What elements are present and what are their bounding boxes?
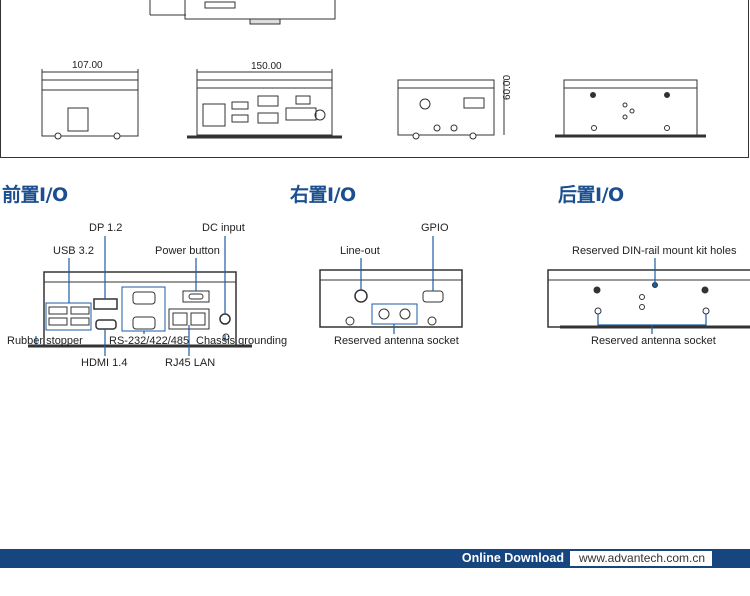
dim-width-side: 107.00 [72, 60, 103, 71]
label-line-out: Line-out [340, 245, 380, 257]
label-usb: USB 3.2 [53, 245, 94, 257]
dim-height: 60.00 [502, 74, 513, 100]
label-rj45-lan: RJ45 LAN [165, 357, 216, 369]
rear-io-title: 后置I/O [558, 184, 624, 206]
right-io-device-drawing [319, 269, 463, 328]
right-view-drawing [397, 79, 505, 140]
label-dp: DP 1.2 [89, 222, 123, 234]
label-rear-antenna: Reserved antenna socket [591, 335, 716, 347]
label-hdmi: HDMI 1.4 [81, 357, 128, 369]
front-view-drawing [187, 69, 342, 139]
front-io-callouts [35, 236, 226, 356]
front-io-title: 前置I/O [2, 184, 68, 206]
label-power-button: Power button [155, 245, 220, 257]
label-serial: RS-232/422/485 [109, 335, 190, 347]
right-io-callouts [360, 236, 434, 334]
download-url-link[interactable]: www.advantech.com.cn [570, 551, 712, 566]
dim-width-front: 150.00 [251, 61, 282, 72]
rear-view-drawing [555, 79, 706, 138]
rear-io-device-drawing [547, 269, 750, 329]
online-download-label: Online Download [461, 551, 564, 565]
label-gpio: GPIO [421, 222, 449, 234]
rear-io-callouts [597, 258, 707, 334]
top-view-drawing [149, 0, 336, 25]
label-right-antenna: Reserved antenna socket [334, 335, 459, 347]
label-rubber-stopper: Rubber stopper [7, 335, 83, 347]
label-dc-input: DC input [202, 222, 245, 234]
label-din-rail-holes: Reserved DIN-rail mount kit holes [572, 245, 737, 257]
footer-banner: Online Download www.advantech.com.cn [0, 549, 750, 568]
dimension-drawing-frame [0, 0, 749, 158]
label-chassis-grounding: Chassis grounding [196, 335, 288, 347]
left-side-view-drawing [41, 69, 139, 140]
right-io-title: 右置I/O [290, 184, 356, 206]
